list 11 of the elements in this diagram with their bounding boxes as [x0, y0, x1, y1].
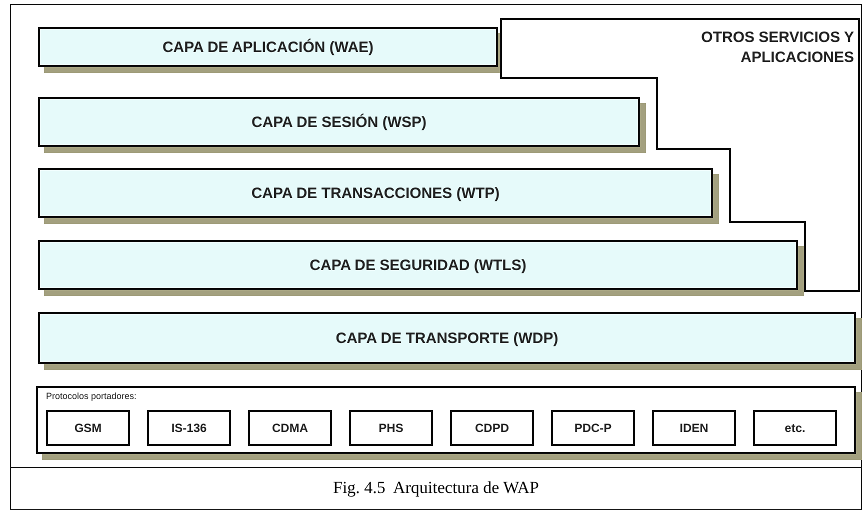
protocol-box: etc.	[753, 410, 837, 446]
protocol-box: CDMA	[248, 410, 332, 446]
protocol-box: IDEN	[652, 410, 736, 446]
protocol-box: PDC-P	[551, 410, 635, 446]
protocol-box: GSM	[46, 410, 130, 446]
protocol-box: CDPD	[450, 410, 534, 446]
protocol-box: PHS	[349, 410, 433, 446]
protocol-box: IS-136	[147, 410, 231, 446]
layer-title: OTROS SERVICIOS Y APLICACIONES	[700, 28, 854, 68]
figure-caption: Fig. 4.5 Arquitectura de WAP	[332, 478, 540, 498]
panel-label: Protocolos portadores:	[46, 391, 137, 401]
